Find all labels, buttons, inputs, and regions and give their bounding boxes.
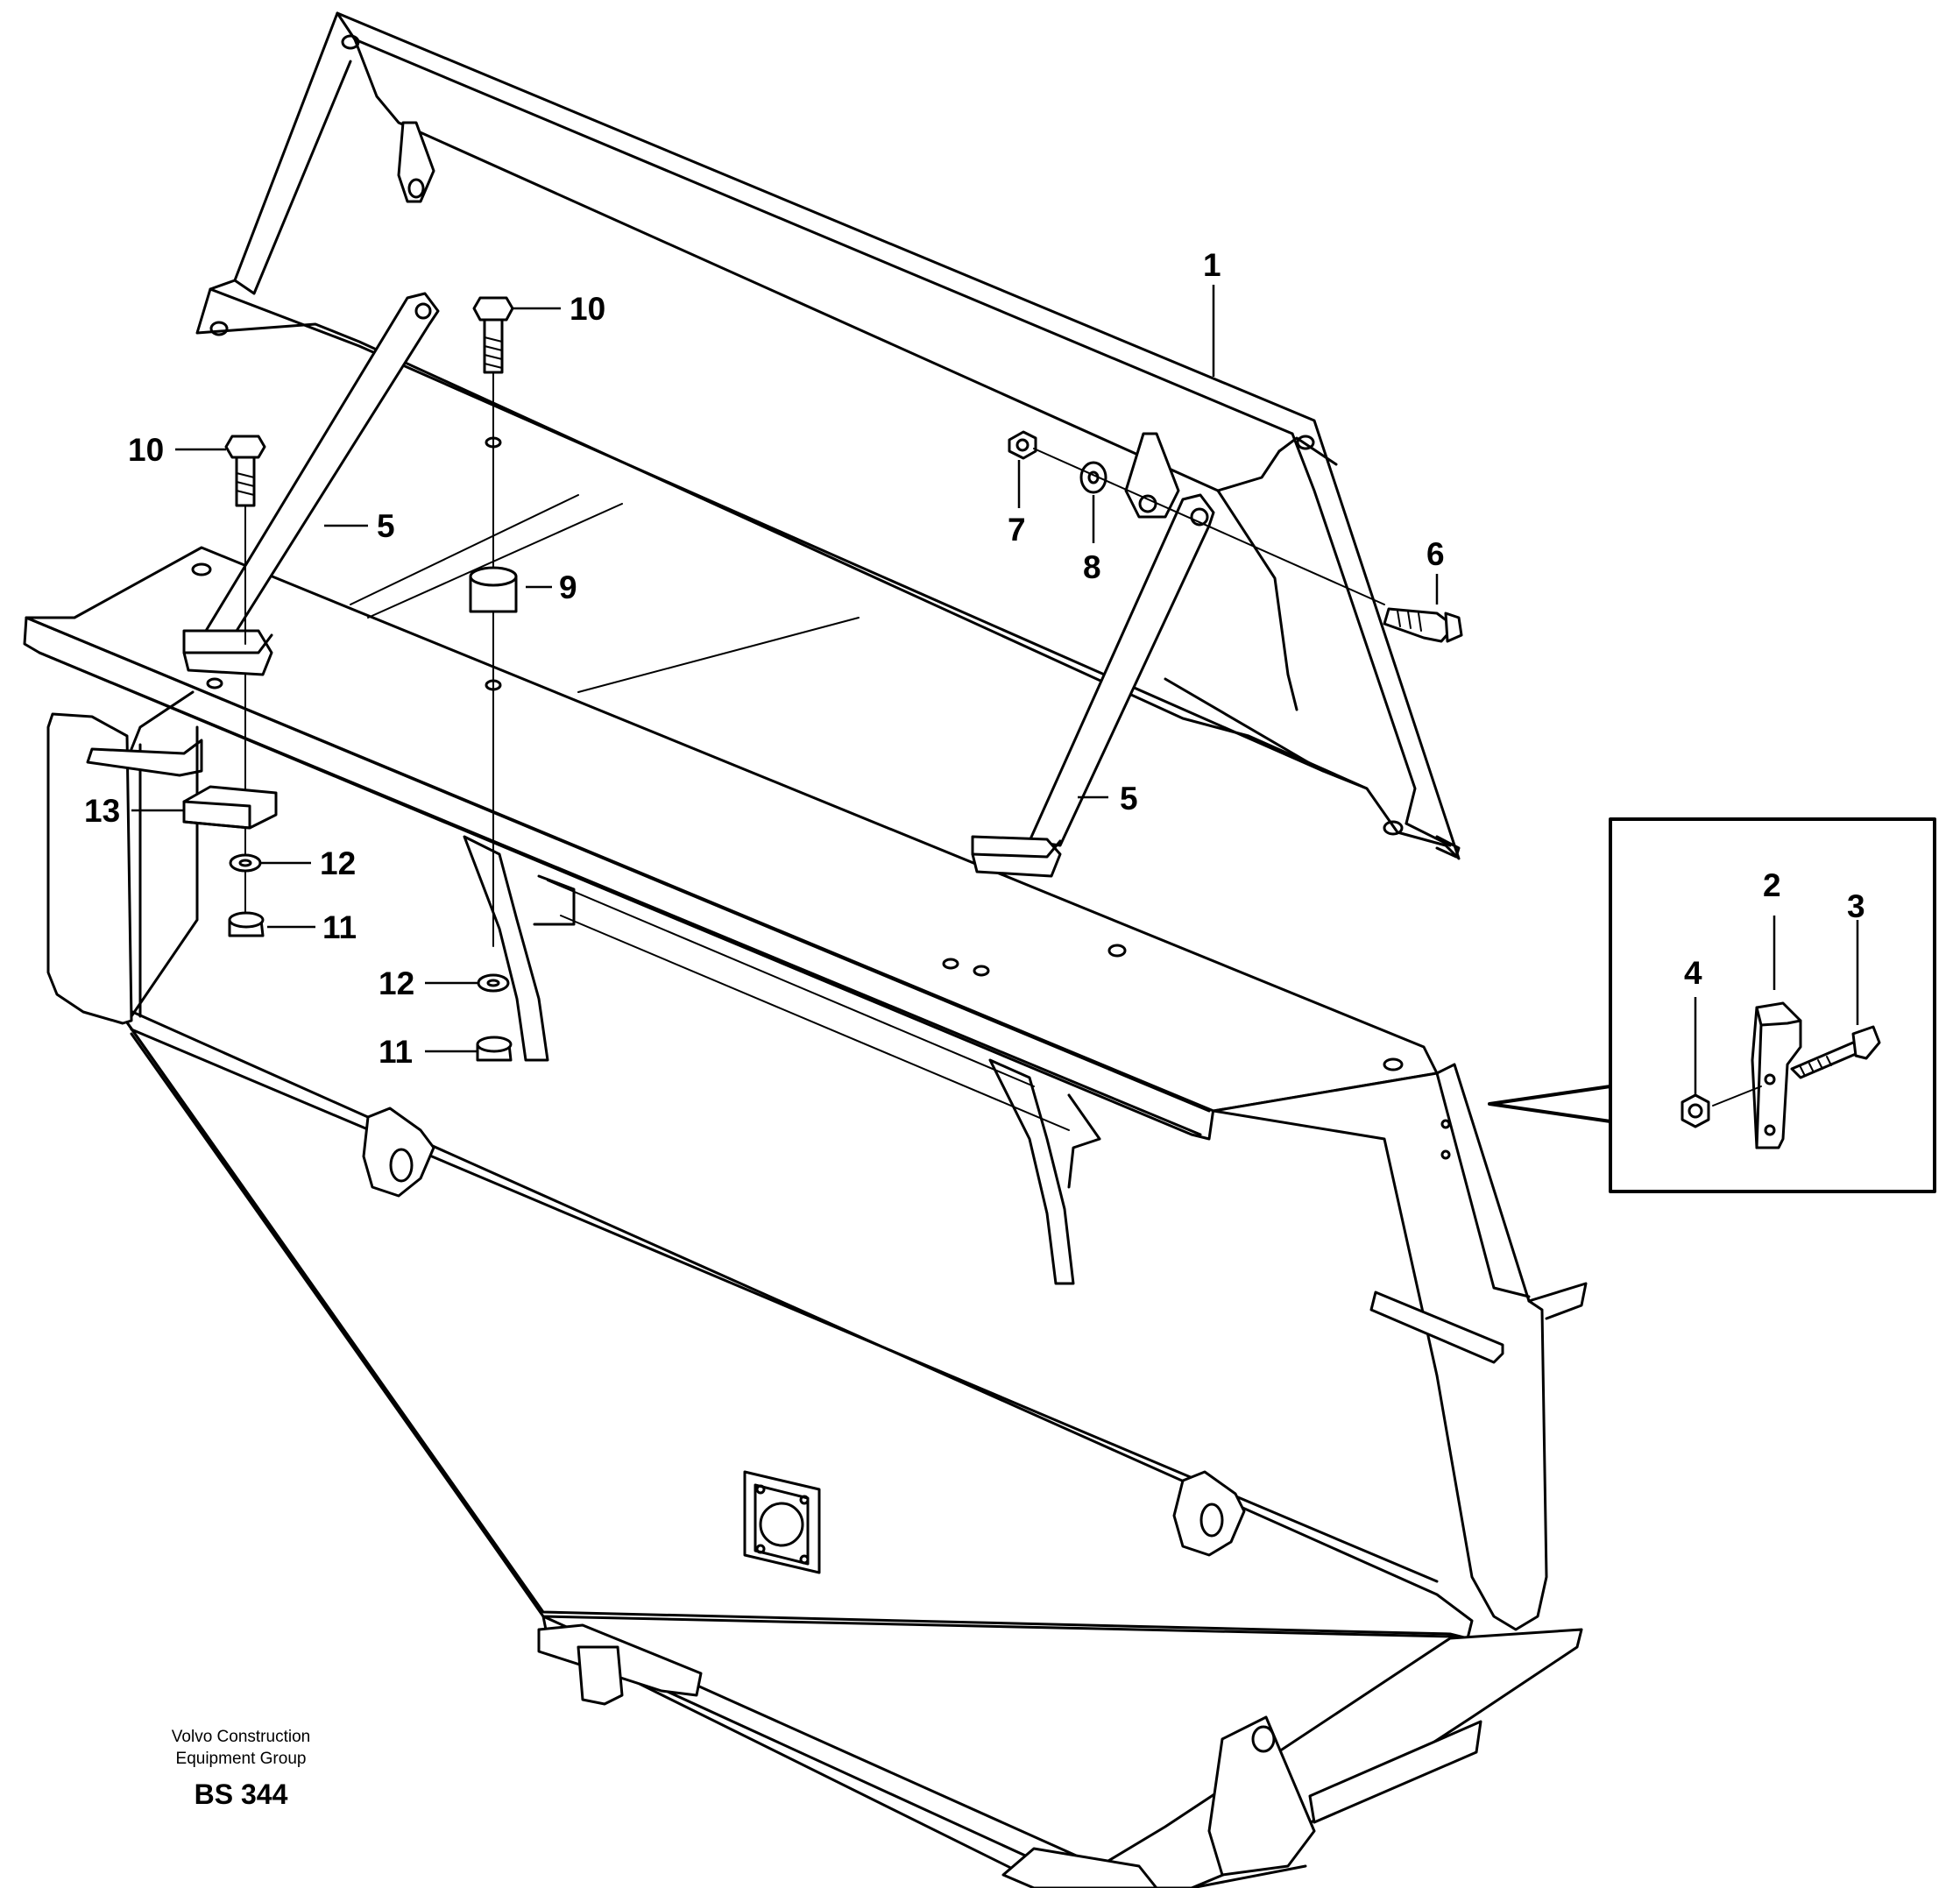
footer-company: Volvo Construction Equipment Group: [140, 1726, 342, 1770]
callout-12-left: 12: [320, 845, 356, 881]
hardware: [182, 296, 1463, 1062]
callout-3: 3: [1847, 888, 1865, 924]
callout-11-center: 11: [379, 1034, 413, 1070]
detail-inset: [1488, 817, 1936, 1193]
leader-lines: [131, 285, 1859, 1095]
bucket-body: [23, 494, 1588, 1888]
callout-8: 8: [1083, 549, 1101, 585]
callout-6: 6: [1426, 536, 1445, 572]
callout-13: 13: [84, 793, 120, 829]
callout-2: 2: [1763, 867, 1781, 903]
support-rod-left: [182, 292, 440, 676]
callout-7: 7: [1008, 512, 1026, 548]
footer-company-line2: Equipment Group: [175, 1750, 307, 1768]
callout-11-left: 11: [322, 909, 357, 945]
callout-4: 4: [1684, 955, 1702, 991]
footer-drawing-code: BS 344: [194, 1778, 288, 1810]
callout-1: 1: [1203, 247, 1221, 283]
callout-5-right: 5: [1120, 781, 1138, 817]
callout-labels: 1 2 3 4 5 5 6 7 8 9 10 10 11 11 12 12 13: [84, 247, 1865, 1070]
callout-10-left: 10: [128, 432, 164, 468]
callout-10-top: 10: [570, 291, 605, 327]
footer-company-line1: Volvo Construction: [171, 1728, 311, 1746]
callout-12-center: 12: [379, 965, 414, 1001]
callout-5-left: 5: [377, 508, 395, 544]
callout-9: 9: [559, 569, 577, 605]
